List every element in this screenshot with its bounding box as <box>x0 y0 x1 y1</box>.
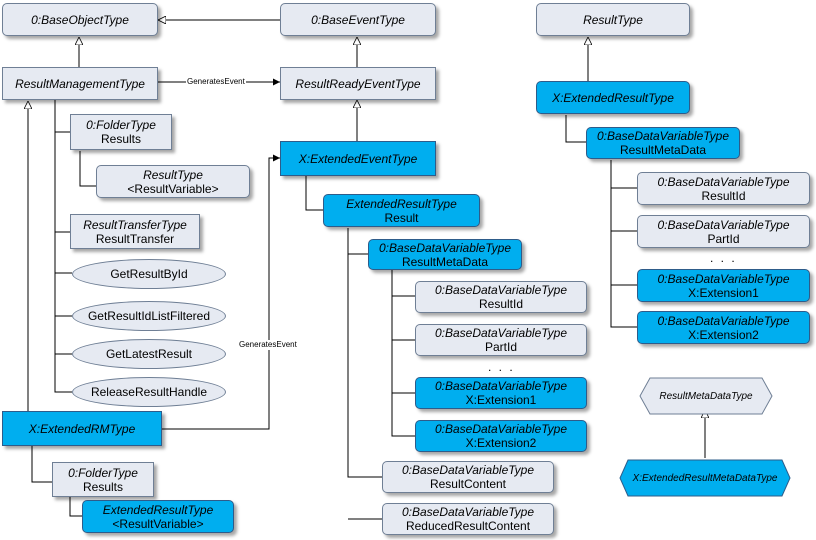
event-result-content-node[interactable]: 0:BaseDataVariableType ResultContent <box>382 461 554 493</box>
method-label: ReleaseResultHandle <box>90 385 208 399</box>
event-extension2-node[interactable]: 0:BaseDataVariableType X:Extension2 <box>415 420 587 452</box>
node-type-label: 0:BaseDataVariableType <box>657 271 790 286</box>
x-extended-result-type-node[interactable]: X:ExtendedResultType <box>536 81 690 114</box>
base-object-type-node[interactable]: 0:BaseObjectType <box>2 3 158 36</box>
node-name-label: X:Extension1 <box>688 285 759 300</box>
node-type-label: 0:BaseDataVariableType <box>434 379 568 393</box>
rm-results-folder-node[interactable]: 0:FolderType Results <box>52 462 154 497</box>
rt-extension2-node[interactable]: 0:BaseDataVariableType X:Extension2 <box>637 311 810 344</box>
x-extended-event-type-node[interactable]: X:ExtendedEventType <box>280 141 436 176</box>
node-type-label: 0:BaseDataVariableType <box>657 174 790 189</box>
node-name-label: X:Extension2 <box>465 436 537 450</box>
node-label: X:ExtendedEventType <box>298 151 418 166</box>
node-type-label: ResultType <box>143 167 203 182</box>
method-label: GetLatestResult <box>105 347 193 361</box>
generates-event-line-rm <box>162 154 280 430</box>
node-name-label: ResultContent <box>429 477 507 491</box>
result-meta-data-type-node[interactable]: ResultMetaDataType <box>640 378 772 414</box>
node-name-label: PartId <box>484 340 517 354</box>
node-name-label: <ResultVariable> <box>127 181 219 196</box>
method-label: GetResultById <box>110 267 188 281</box>
node-label: 0:BaseEventType <box>311 12 405 27</box>
node-label: 0:BaseObjectType <box>31 12 129 27</box>
event-extension1-node[interactable]: 0:BaseDataVariableType X:Extension1 <box>415 377 587 409</box>
node-type-label: 0:BaseDataVariableType <box>378 240 512 255</box>
event-result-id-node[interactable]: 0:BaseDataVariableType ResultId <box>415 281 587 313</box>
node-type-label: 0:BaseDataVariableType <box>401 505 535 519</box>
node-type-label: 0:BaseDataVariableType <box>657 313 790 328</box>
node-type-label: 0:BaseDataVariableType <box>434 422 568 436</box>
generates-event-label-top: GeneratesEvent <box>186 77 246 87</box>
node-label: ResultType <box>583 12 643 27</box>
generates-event-label-rm: GeneratesEvent <box>238 340 298 350</box>
get-latest-result-method[interactable]: GetLatestResult <box>72 339 226 369</box>
node-type-label: ExtendedResultType <box>346 196 457 211</box>
result-variable-node[interactable]: ResultType <ResultVariable> <box>96 165 250 198</box>
method-label: GetResultIdListFiltered <box>87 309 211 323</box>
node-label: ResultManagementType <box>15 76 145 91</box>
node-type-label: 0:BaseDataVariableType <box>434 326 568 340</box>
node-label: X:ExtendedResultType <box>552 90 674 105</box>
node-label: ResultReadyEventType <box>295 76 421 91</box>
node-type-label: 0:BaseDataVariableType <box>657 217 790 232</box>
release-result-handle-method[interactable]: ReleaseResultHandle <box>72 377 226 407</box>
node-name-label: X:Extension1 <box>465 393 537 407</box>
node-label: X:ExtendedRMType <box>28 421 136 436</box>
node-name-label: ResultMetaData <box>619 143 707 157</box>
node-type-label: 0:FolderType <box>86 118 156 132</box>
result-transfer-node[interactable]: ResultTransferType ResultTransfer <box>70 214 200 249</box>
results-folder-node[interactable]: 0:FolderType Results <box>70 114 172 150</box>
node-name-label: Results <box>82 479 123 494</box>
base-event-type-node[interactable]: 0:BaseEventType <box>280 3 436 36</box>
node-type-label: 0:BaseDataVariableType <box>434 283 568 297</box>
event-reduced-result-content-node[interactable]: 0:BaseDataVariableType ReducedResultCont… <box>382 503 554 535</box>
rt-result-meta-data-node[interactable]: 0:BaseDataVariableType ResultMetaData <box>586 127 740 159</box>
node-name-label: <ResultVariable> <box>112 516 204 531</box>
event-part-id-node[interactable]: 0:BaseDataVariableType PartId <box>415 324 587 356</box>
node-name-label: ResultMetaData <box>401 254 489 269</box>
node-name-label: ResultId <box>478 297 524 311</box>
rt-result-id-node[interactable]: 0:BaseDataVariableType ResultId <box>637 172 810 205</box>
node-name-label: PartId <box>707 231 740 246</box>
node-label: ResultMetaDataType <box>659 390 753 402</box>
node-type-label: 0:BaseDataVariableType <box>401 463 535 477</box>
node-type-label: 0:FolderType <box>68 465 138 480</box>
event-result-node[interactable]: ExtendedResultType Result <box>323 194 480 227</box>
node-name-label: Results <box>100 132 141 146</box>
node-type-label: ExtendedResultType <box>102 502 214 517</box>
rt-extension1-node[interactable]: 0:BaseDataVariableType X:Extension1 <box>637 269 810 302</box>
get-result-id-list-filtered-method[interactable]: GetResultIdListFiltered <box>72 301 226 331</box>
node-name-label: X:Extension2 <box>688 327 759 342</box>
get-result-by-id-method[interactable]: GetResultById <box>72 259 226 289</box>
result-management-type-node[interactable]: ResultManagementType <box>2 67 158 100</box>
node-type-label: 0:BaseDataVariableType <box>596 129 730 143</box>
node-name-label: Result <box>384 210 419 225</box>
node-name-label: ResultTransfer <box>95 231 175 246</box>
event-result-meta-data-node[interactable]: 0:BaseDataVariableType ResultMetaData <box>368 239 522 270</box>
node-name-label: ResultId <box>701 188 746 203</box>
node-type-label: ResultTransferType <box>83 217 187 232</box>
event-list-ellipsis: . . . <box>488 360 515 374</box>
node-label: X:ExtendedResultMetaDataType <box>632 472 778 484</box>
node-name-label: ReducedResultContent <box>405 519 531 533</box>
rt-list-ellipsis: . . . <box>710 251 737 265</box>
rm-result-variable-node[interactable]: ExtendedResultType <ResultVariable> <box>82 500 234 533</box>
result-type-node[interactable]: ResultType <box>536 3 690 36</box>
x-extended-result-meta-data-type-node[interactable]: X:ExtendedResultMetaDataType <box>620 460 790 496</box>
rt-part-id-node[interactable]: 0:BaseDataVariableType PartId <box>637 215 810 248</box>
x-extended-rm-type-node[interactable]: X:ExtendedRMType <box>2 411 162 446</box>
result-ready-event-type-node[interactable]: ResultReadyEventType <box>280 67 436 100</box>
